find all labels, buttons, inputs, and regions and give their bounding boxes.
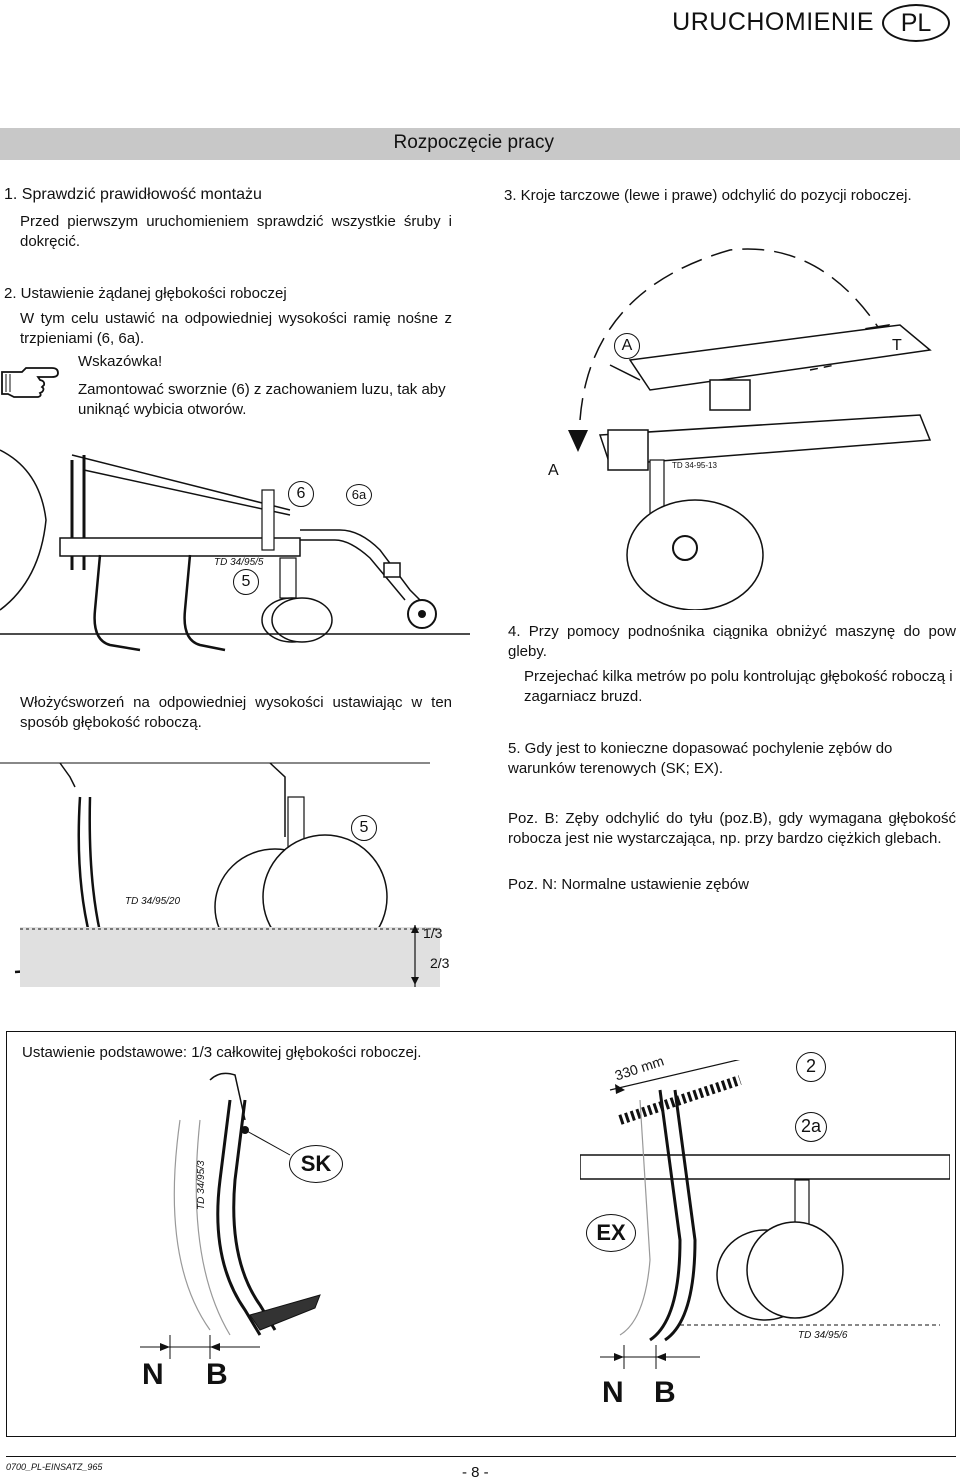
label-6: 6 [288,481,314,507]
label-6a: 6a [346,484,372,506]
label-2: 2 [796,1052,826,1082]
page-number: - 8 - [462,1464,489,1481]
figure3-code: TD 34/95/20 [125,896,181,907]
footer-doc-code: 0700_PL-EINSATZ_965 [6,1462,103,1472]
step3-text: 3. Kroje tarczowe (lewe i prawe) odchyli… [504,187,912,204]
dimension-arrows-right [600,1345,700,1369]
figure-tine-sk [173,1072,321,1336]
label-a-bottom: A [548,462,559,479]
step4-line1: 4. Przy pomocy podnośnika ciągnika obniż… [508,623,956,660]
step5-text: 5. Gdy jest to konieczne dopasować pochy… [508,740,893,777]
label-t: T [892,337,902,354]
label-5: 5 [233,569,259,595]
label-ex: EX [586,1214,636,1252]
figure4-code: TD 34/95/3 [196,1160,207,1210]
section-band [0,128,960,160]
page-header-title: URUCHOMIENIE [672,8,874,36]
figure2-code: TD 34-95-13 [672,461,717,470]
pointing-hand-icon [1,367,59,398]
label-b-right: B [654,1376,676,1409]
step2-text: W tym celu ustawić na odpowiedniej wysok… [20,310,452,347]
caption-insert-pin: Włożyćsworzeń na odpowiedniej wysokości … [20,694,452,731]
figure5-code: TD 34/95/6 [798,1330,848,1341]
label-sk: SK [289,1145,343,1183]
language-badge: PL [882,4,950,42]
fraction-two-thirds: 2/3 [430,955,450,971]
figure-tine-depth [0,762,440,987]
step4-line2: Przejechać kilka metrów po polu kontrolu… [524,668,953,705]
figure1-code: TD 34/95/5 [214,557,264,568]
figure-disc-coulter [568,248,932,610]
label-a-top: A [614,333,640,359]
figure-frame-tines [0,449,470,652]
figure-tine-ex [580,1060,950,1342]
caption-basic-setting: Ustawienie podstawowe: 1/3 całkowitej gł… [22,1044,422,1061]
label-n-right: N [602,1376,624,1409]
section-title: Rozpoczęcie pracy [393,132,554,153]
basic-setting-box [6,1031,956,1437]
label-n-left: N [142,1358,164,1391]
step1-text: Przed pierwszym uruchomieniem sprawdzić … [20,213,452,250]
label-2a: 2a [795,1112,827,1142]
label-b-left: B [206,1358,228,1391]
dimension-arrows-left [140,1335,260,1359]
step1-heading: 1. Sprawdzić prawidłowość montażu [4,186,262,203]
step5-poz-n: Poz. N: Normalne ustawienie zębów [508,876,749,893]
label-5-fig3: 5 [351,815,377,841]
fraction-one-third: 1/3 [423,925,443,941]
note-text: Zamontować sworznie (6) z zachowaniem lu… [78,381,446,418]
step5-poz-b: Poz. B: Zęby odchylić do tyłu (poz.B), g… [508,810,956,847]
footer-divider [6,1456,956,1457]
note-label: Wskazówka! [78,353,163,370]
step2-heading: 2. Ustawienie żądanej głębokości robocze… [4,285,287,302]
